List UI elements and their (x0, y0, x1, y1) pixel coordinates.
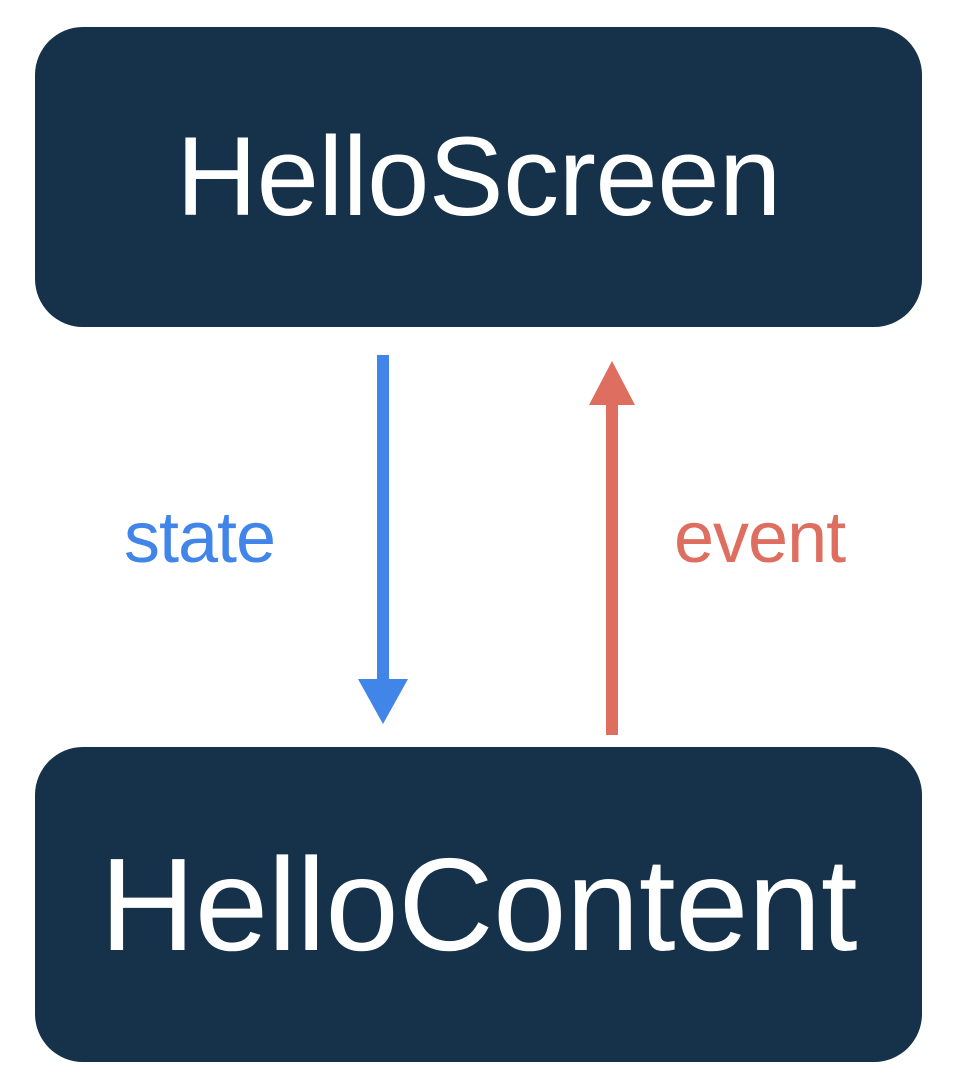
edge-label-event: event (674, 498, 846, 578)
node-hello-content[interactable]: HelloContent (35, 747, 922, 1062)
arrow-event-shaft (606, 404, 618, 735)
node-hello-screen[interactable]: HelloScreen (35, 27, 922, 327)
arrow-state-down (358, 355, 408, 724)
node-hello-content-label: HelloContent (99, 830, 858, 978)
edge-label-state: state (124, 498, 276, 578)
arrow-state-arrowhead (358, 679, 408, 724)
arrow-state-shaft (377, 355, 389, 680)
node-hello-screen-label: HelloScreen (176, 114, 781, 239)
arrow-event-arrowhead (589, 361, 635, 405)
arrow-event-up (589, 361, 635, 735)
